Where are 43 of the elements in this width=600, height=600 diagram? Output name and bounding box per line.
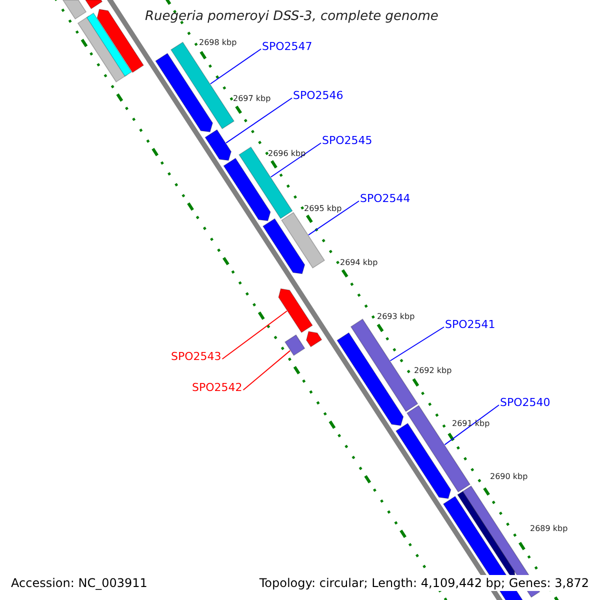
scale-label: 2691 kbp [452,420,490,428]
leader-line [242,350,291,390]
gene-block [238,146,293,220]
gene-block [62,0,87,20]
gene-feature [96,8,144,73]
gene-feature [306,331,322,348]
leader-line [444,404,500,446]
gene-label: SPO2546 [293,90,344,101]
gene-label: SPO2544 [360,193,410,204]
leader-line [270,142,322,178]
leader-line [222,310,288,360]
gene-feature [155,52,214,132]
scale-label: 2696 kbp [268,150,306,158]
scale-label: 2692 kbp [414,367,452,375]
gene-block [84,0,103,10]
scale-label: 2694 kbp [340,259,378,267]
gene-feature [395,422,452,499]
gene-block [281,212,326,269]
leader-line [226,98,292,144]
gene-feature [336,332,404,426]
gene-label: SPO2547 [262,41,312,52]
scale-label: 2689 kbp [530,525,568,533]
gene-label: SPO2540 [500,397,550,408]
gene-block [284,334,306,356]
gene-feature [278,288,313,334]
gene-block [406,404,471,493]
scale-label: 2693 kbp [377,313,415,321]
leader-line [210,48,262,84]
gene-block [86,12,132,77]
leader-line [308,200,360,236]
scale-label: 2698 kbp [199,39,237,47]
leader-line [390,326,444,362]
scale-label: 2697 kbp [233,95,271,103]
gene-feature [204,129,232,161]
gene-feature [262,218,306,274]
gene-label: SPO2542 [192,382,242,393]
gene-label: SPO2543 [171,351,222,362]
scale-label: 2695 kbp [304,205,342,213]
gene-label: SPO2545 [322,135,372,146]
scale-label: 2690 kbp [490,473,528,481]
diagram-title: Ruegeria pomeroyi DSS-3, complete genome [145,10,438,23]
gene-label: SPO2541 [445,319,496,330]
gene-feature [223,158,271,222]
